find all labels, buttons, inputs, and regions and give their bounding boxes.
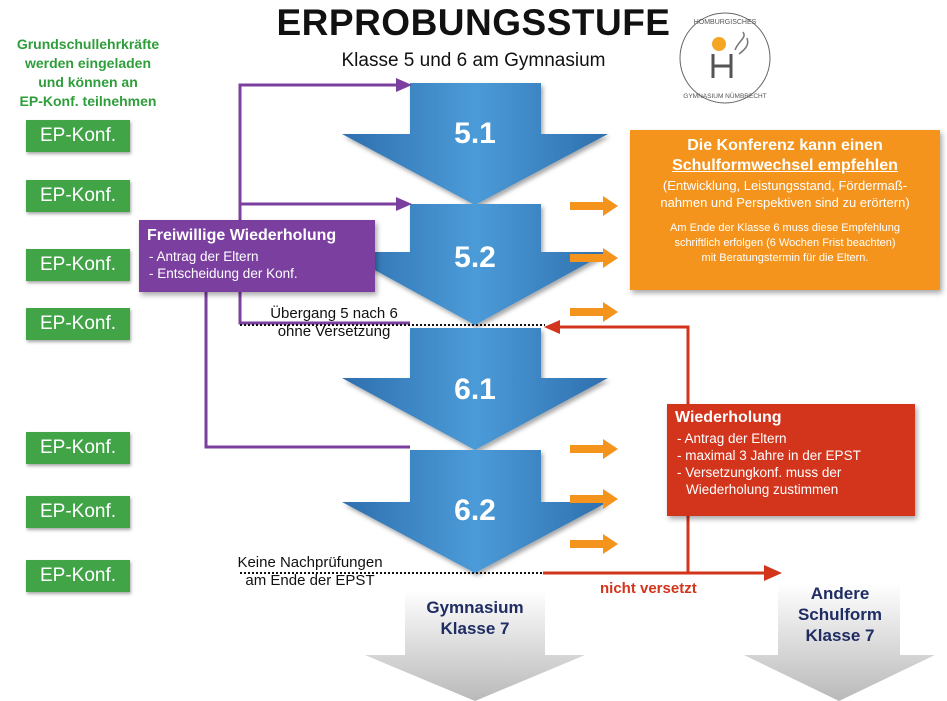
andere-schulform-arrow bbox=[744, 583, 935, 701]
stage-arrow-5-2 bbox=[342, 204, 608, 325]
schulformwechsel-box: Die Konferenz kann einen Schulformwechse… bbox=[630, 130, 940, 290]
ep-conference-badge: EP-Konf. bbox=[26, 496, 130, 528]
wiederholung-box: Wiederholung Antrag der Eltern maximal 3… bbox=[667, 404, 915, 516]
stage-arrow-5-1 bbox=[342, 83, 608, 205]
svg-text:GYMNASIUM NÜMBRECHT: GYMNASIUM NÜMBRECHT bbox=[683, 92, 766, 100]
svg-text:HOMBURGISCHES: HOMBURGISCHES bbox=[694, 19, 757, 26]
ep-conference-badge: EP-Konf. bbox=[26, 249, 130, 281]
andere-schulform-label: Andere Schulform Klasse 7 bbox=[797, 584, 883, 645]
stage-arrow-6-2 bbox=[342, 450, 608, 573]
wiederholung-item: Versetzungkonf. muss der bbox=[677, 464, 915, 481]
freiwillige-item: Antrag der Eltern bbox=[149, 248, 375, 265]
gymnasium-klasse-7-label: Gymnasium Klasse 7 bbox=[426, 598, 524, 638]
stage-label-6-1: 6.1 bbox=[454, 373, 496, 406]
wiederholung-item: maximal 3 Jahre in der EPST bbox=[677, 447, 915, 464]
page-title: ERPROBUNGSSTUFE bbox=[276, 2, 671, 43]
wiederholung-item: Antrag der Eltern bbox=[677, 430, 915, 447]
ep-conference-badge: EP-Konf. bbox=[26, 120, 130, 152]
freiwillige-heading: Freiwillige Wiederholung bbox=[147, 227, 337, 244]
freiwillige-item: Entscheidung der Konf. bbox=[149, 265, 375, 282]
keine-nachpruefungen-note: Keine Nachprüfungen am Ende der EPST bbox=[237, 554, 383, 589]
wiederholung-heading: Wiederholung bbox=[675, 409, 782, 426]
ep-conference-badge: EP-Konf. bbox=[26, 180, 130, 212]
ep-conference-badge: EP-Konf. bbox=[26, 308, 130, 340]
invite-note: Grundschullehrkräfte werden eingeladen u… bbox=[16, 36, 160, 109]
uebergang-note: Übergang 5 nach 6 ohne Versetzung bbox=[270, 305, 398, 340]
ep-conference-badge: EP-Konf. bbox=[26, 560, 130, 592]
wiederholung-item: Wiederholung zustimmen bbox=[686, 482, 839, 497]
ep-conference-badge: EP-Konf. bbox=[26, 432, 130, 464]
stage-arrow-6-1 bbox=[342, 328, 608, 450]
school-logo: HOMBURGISCHES GYMNASIUM NÜMBRECHT bbox=[679, 12, 771, 104]
stage-label-6-2: 6.2 bbox=[454, 494, 496, 527]
stage-label-5-1: 5.1 bbox=[454, 117, 496, 150]
nicht-versetzt-label: nicht versetzt bbox=[600, 580, 697, 597]
page-subtitle: Klasse 5 und 6 am Gymnasium bbox=[341, 50, 606, 71]
freiwillige-wiederholung-box: Freiwillige Wiederholung Antrag der Elte… bbox=[139, 220, 375, 292]
gymnasium-arrow bbox=[365, 590, 585, 701]
stage-label-5-2: 5.2 bbox=[454, 241, 496, 274]
